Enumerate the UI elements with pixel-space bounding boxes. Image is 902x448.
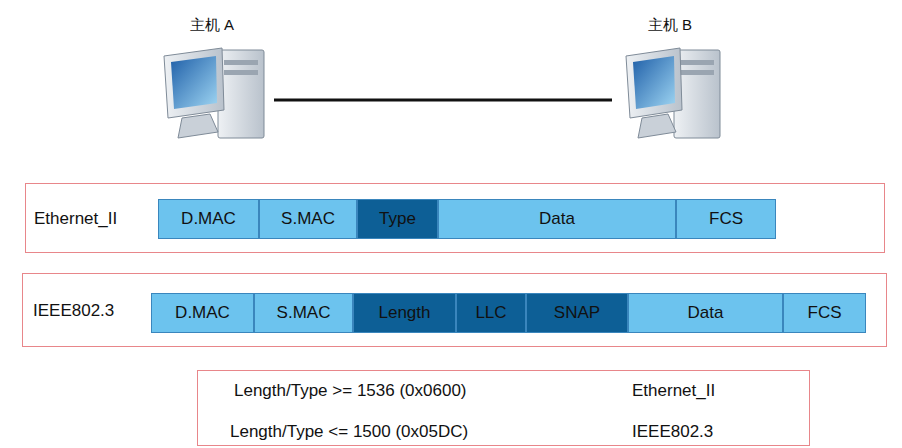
field-label: FCS	[808, 303, 842, 323]
field-label: S.MAC	[281, 209, 335, 229]
host-computer: 主机 A	[150, 16, 274, 142]
field-label: Type	[379, 209, 416, 229]
frame-field: D.MAC	[158, 199, 259, 239]
field-label: LLC	[475, 303, 506, 323]
frame-field: S.MAC	[259, 199, 357, 239]
frame-field: Data	[438, 199, 676, 239]
band-text: Length/Type <= 1500 (0x05DC)	[230, 422, 468, 442]
field-label: D.MAC	[175, 303, 230, 323]
field-label: FCS	[709, 209, 743, 229]
field-label: Data	[688, 303, 724, 323]
network-link	[274, 99, 612, 102]
computer-b	[626, 48, 720, 138]
band-text: IEEE802.3	[33, 301, 114, 321]
band-text: Ethernet_II	[632, 381, 715, 401]
host-computer: 主机 B	[612, 16, 728, 142]
field-label: S.MAC	[277, 303, 331, 323]
frame-format-band: IEEE802.3 D.MAC S.MAC Length LLC SNAP Data FCS	[22, 273, 887, 347]
field-label: Length	[379, 303, 431, 323]
frame-field: D.MAC	[151, 293, 254, 333]
frame-field: LLC	[456, 293, 526, 333]
band-text: Length/Type >= 1536 (0x0600)	[234, 381, 467, 401]
frame-field: FCS	[676, 199, 776, 239]
host-label: 主机 A	[150, 16, 274, 33]
band-text: Ethernet_II	[34, 209, 117, 229]
host-label: 主机 B	[612, 16, 728, 33]
frame-field: Type	[357, 199, 438, 239]
field-label: Data	[539, 209, 575, 229]
frame-field: SNAP	[526, 293, 628, 333]
frame-field: S.MAC	[254, 293, 353, 333]
frame-format-band: Length/Type >= 1536 (0x0600) Ethernet_II L…	[197, 370, 810, 446]
frame-field: Data	[628, 293, 783, 333]
field-label: SNAP	[554, 303, 600, 323]
computer-a	[164, 48, 264, 138]
frame-field: Length	[353, 293, 456, 333]
band-text: IEEE802.3	[632, 422, 713, 442]
frame-format-band: Ethernet_II D.MAC S.MAC Type Data FCS	[25, 183, 885, 253]
frame-field: FCS	[783, 293, 866, 333]
field-label: D.MAC	[181, 209, 236, 229]
